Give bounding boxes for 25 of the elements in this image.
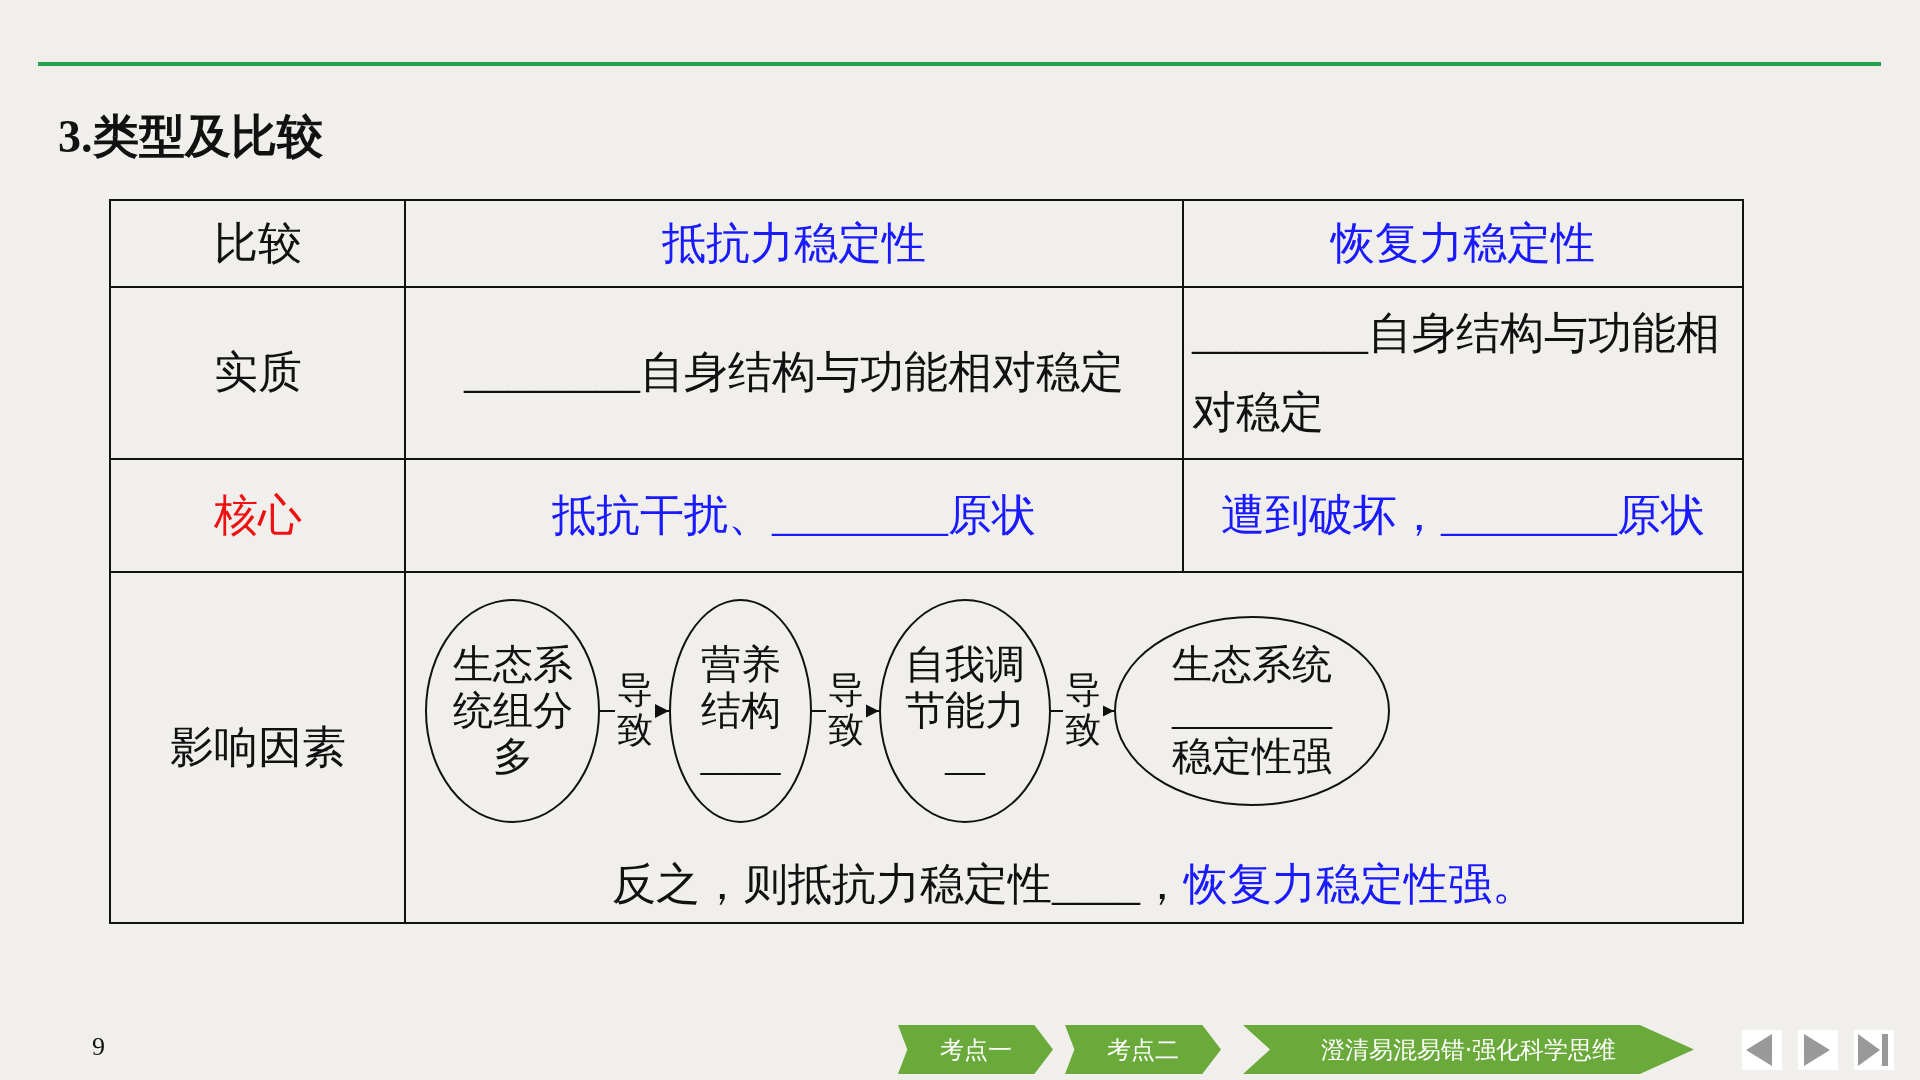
ellipse-node	[425, 599, 600, 823]
nav-tab: 考点二	[1065, 1025, 1221, 1074]
slide-title: 3.类型及比较	[58, 110, 323, 164]
cell-text: 抵抗力稳定性	[662, 217, 926, 270]
sentence-text: 恢复力稳定性强。	[1184, 859, 1536, 911]
page-number: 9	[92, 1032, 105, 1062]
node-text: 生态系统组分多	[451, 642, 574, 780]
cell-text: ________自身结构与功能相对稳定	[1190, 307, 1721, 439]
cell-text: 恢复力稳定性	[1331, 217, 1595, 270]
cell-text: 实质	[213, 347, 302, 400]
cell-text: 比较	[213, 217, 302, 270]
cell-text: ________自身结构与功能相对稳定	[464, 347, 1124, 400]
ellipse-node	[1114, 616, 1390, 806]
ellipse-node	[669, 599, 812, 823]
cell-text: 核心	[213, 489, 302, 542]
nav-tab: 澄清易混易错·强化科学思维	[1243, 1025, 1694, 1074]
node-text: 自我调节能力__	[904, 642, 1026, 780]
cell-text: 抵抗干扰、________原状	[552, 489, 1036, 542]
cell-text: 影响因素	[169, 721, 346, 774]
ellipse-node	[879, 599, 1051, 823]
node-text: 生态系统________稳定性强	[1170, 642, 1334, 780]
nav-tab: 考点一	[898, 1025, 1053, 1074]
node-text: 营养结构____	[699, 642, 782, 780]
cell-text: 遭到破坏，________原状	[1221, 489, 1705, 542]
sentence-text: 反之，则抵抗力稳定性____，	[612, 859, 1184, 911]
